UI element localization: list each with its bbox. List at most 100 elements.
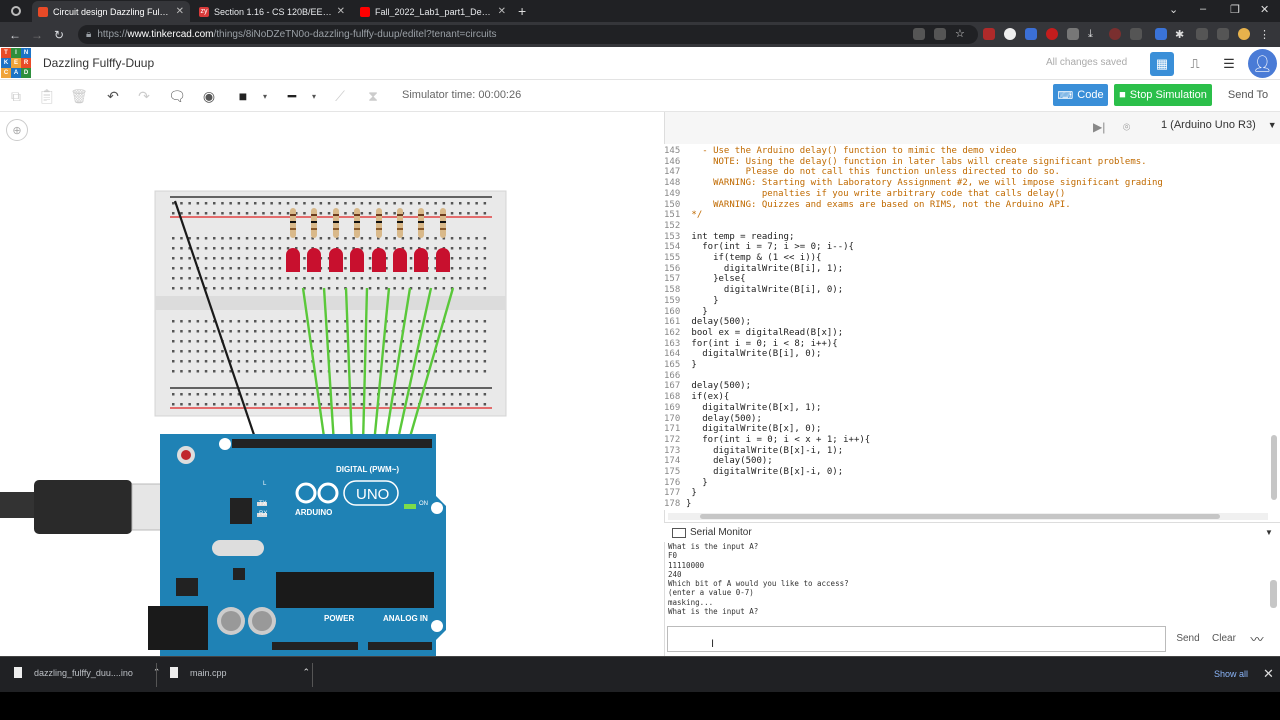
tab-search-icon[interactable]: ⌄ [1169, 4, 1179, 16]
tab-tinkercad[interactable]: Circuit design Dazzling Fulffy-Du ✕ [32, 1, 190, 22]
fit-view-icon[interactable]: ⊕ [6, 119, 28, 141]
reload-icon[interactable]: ↻ [53, 27, 65, 42]
extension-box-icon[interactable] [1067, 28, 1079, 40]
breadboard-hole [270, 350, 273, 353]
extension-green-icon[interactable] [1004, 28, 1016, 40]
download-icon[interactable]: ⤓ [1088, 28, 1093, 40]
extension-shield-icon[interactable] [1025, 28, 1037, 40]
chrome-more-icon[interactable]: ⋮ [1259, 29, 1270, 41]
download-item[interactable]: dazzling_fulffy_duu....ino ⌃ [14, 667, 160, 678]
code-button[interactable]: ⌨︎Code [1053, 84, 1108, 106]
resistor-row[interactable] [290, 208, 446, 238]
code-text: penalties if you write arbitrary code th… [686, 188, 1066, 199]
send-to-button[interactable]: Send To [1227, 89, 1269, 101]
breadboard-hole [245, 350, 249, 353]
design-title[interactable]: Dazzling Fulffy-Duup [43, 56, 155, 70]
breadboard-hole [245, 370, 249, 373]
breadboard-hole [286, 360, 290, 363]
chevron-down-icon[interactable]: ▾ [262, 91, 267, 101]
code-editor[interactable]: 145 - Use the Arduino delay() function t… [664, 144, 1273, 510]
bookmark-star-icon[interactable]: ☆ [955, 28, 965, 40]
circuit-view-button[interactable]: ▦ [1150, 52, 1174, 76]
serial-send-button[interactable]: Send [1176, 632, 1200, 644]
circuit-canvas[interactable]: ⊕ [0, 112, 664, 656]
install-icon[interactable] [913, 28, 925, 40]
serial-scrollbar[interactable] [1270, 580, 1277, 608]
back-icon[interactable]: ← [9, 27, 21, 42]
debugger-icon[interactable]: ⌾ [1123, 120, 1131, 134]
paste-icon[interactable]: 📋︎ [38, 87, 56, 104]
delete-icon[interactable]: 🗑︎ [70, 87, 88, 104]
graph-icon[interactable]: 〰 [1250, 631, 1264, 647]
extension-plain-icon[interactable] [1130, 28, 1142, 40]
breadboard-hole [172, 237, 175, 240]
extension-circle-icon[interactable] [1109, 28, 1121, 40]
code-text: digitalWrite(B[x], 1); [686, 402, 822, 413]
user-avatar[interactable]: 👤︎ [1248, 49, 1277, 78]
line-number: 150 [664, 199, 681, 210]
extensions-puzzle-icon[interactable]: ✱ [1175, 29, 1185, 41]
tab-zybooks[interactable]: zy Section 1.16 - CS 120B/EE 120B: ✕ [193, 1, 351, 22]
notes-icon[interactable]: 🗨︎ [168, 87, 186, 104]
show-all-downloads[interactable]: Show all [1214, 669, 1249, 679]
serial-monitor-header[interactable]: Serial Monitor ▼ [664, 522, 1280, 542]
step-icon[interactable]: ▶︎| [1093, 120, 1106, 134]
side-panel-icon[interactable] [1217, 28, 1229, 40]
breadboard-hole [418, 360, 421, 363]
breadboard-hole [483, 350, 487, 353]
flip-icon[interactable]: ⧗ [368, 87, 378, 104]
reading-list-icon[interactable] [1196, 28, 1208, 40]
extension-red-icon[interactable] [1046, 28, 1058, 40]
extension-blue-icon[interactable] [1155, 28, 1167, 40]
minimize-icon[interactable]: – [1200, 3, 1207, 15]
board-select[interactable]: 1 (Arduino Uno R3)▼ [1161, 119, 1277, 131]
close-tab-icon[interactable]: ✕ [336, 6, 345, 17]
breadboard-hole [360, 360, 364, 363]
serial-input[interactable] [667, 626, 1166, 652]
editor-vertical-scrollbar[interactable] [1270, 150, 1278, 505]
address-bar[interactable]: 🔒︎ https://www.tinkercad.com/things/8iNo… [78, 25, 978, 44]
download-item[interactable]: main.cpp ⌃ [170, 667, 310, 678]
close-tab-icon[interactable]: ✕ [497, 6, 506, 17]
close-window-icon[interactable]: ✕ [1260, 4, 1270, 16]
restore-icon[interactable]: ❐ [1230, 4, 1240, 16]
chevron-down-icon[interactable]: ▼ [1265, 528, 1273, 537]
scroll-thumb[interactable] [1271, 435, 1277, 500]
color-picker-icon[interactable]: ■ [238, 88, 248, 104]
schematic-view-button[interactable]: ⎍ [1190, 56, 1200, 71]
breadboard-hole [475, 287, 478, 290]
extension-badge-icon[interactable] [983, 28, 995, 40]
chevron-up-icon[interactable]: ⌃ [302, 667, 311, 677]
code-text: - Use the Arduino delay() function to mi… [686, 146, 1017, 156]
tab-youtube[interactable]: Fall_2022_Lab1_part1_Demo - Yo ✕ [354, 1, 512, 22]
green-wires[interactable] [301, 287, 455, 445]
stop-simulation-button[interactable]: ■Stop Simulation [1114, 84, 1212, 106]
breadboard-hole [426, 202, 429, 205]
tinkercad-logo[interactable]: T I N K E R C A D [1, 48, 31, 78]
close-tab-icon[interactable]: ✕ [175, 6, 184, 17]
profile-icon[interactable] [1238, 28, 1250, 40]
breadboard-hole [385, 212, 388, 215]
serial-clear-button[interactable]: Clear [1212, 632, 1236, 644]
arduino-board[interactable] [148, 434, 446, 656]
toggle-notes-icon[interactable]: ◉ [202, 87, 216, 104]
scroll-thumb[interactable] [700, 514, 1220, 519]
rotate-icon[interactable]: ⟋ [335, 87, 345, 104]
share-icon[interactable] [934, 28, 946, 40]
redo-icon[interactable]: ↷ [138, 87, 150, 104]
editor-horizontal-scrollbar[interactable] [668, 513, 1268, 520]
undo-icon[interactable]: ↶ [107, 87, 119, 104]
component-list-button[interactable]: ☰ [1223, 56, 1235, 71]
resistor-band [376, 221, 382, 223]
copy-icon[interactable]: ⧉ [11, 87, 21, 104]
chrome-menu-icon[interactable] [11, 6, 21, 16]
chevron-down-icon[interactable]: ▾ [311, 91, 316, 101]
breadboard-hole [213, 267, 216, 270]
new-tab-button[interactable]: + [518, 3, 527, 19]
wire-type-icon[interactable]: ━ [287, 87, 297, 104]
led-row[interactable] [286, 248, 450, 272]
close-download-bar-icon[interactable]: ✕ [1263, 666, 1274, 681]
forward-icon[interactable]: → [31, 27, 43, 42]
line-number: 155 [664, 253, 681, 263]
breadboard-hole [172, 340, 175, 343]
